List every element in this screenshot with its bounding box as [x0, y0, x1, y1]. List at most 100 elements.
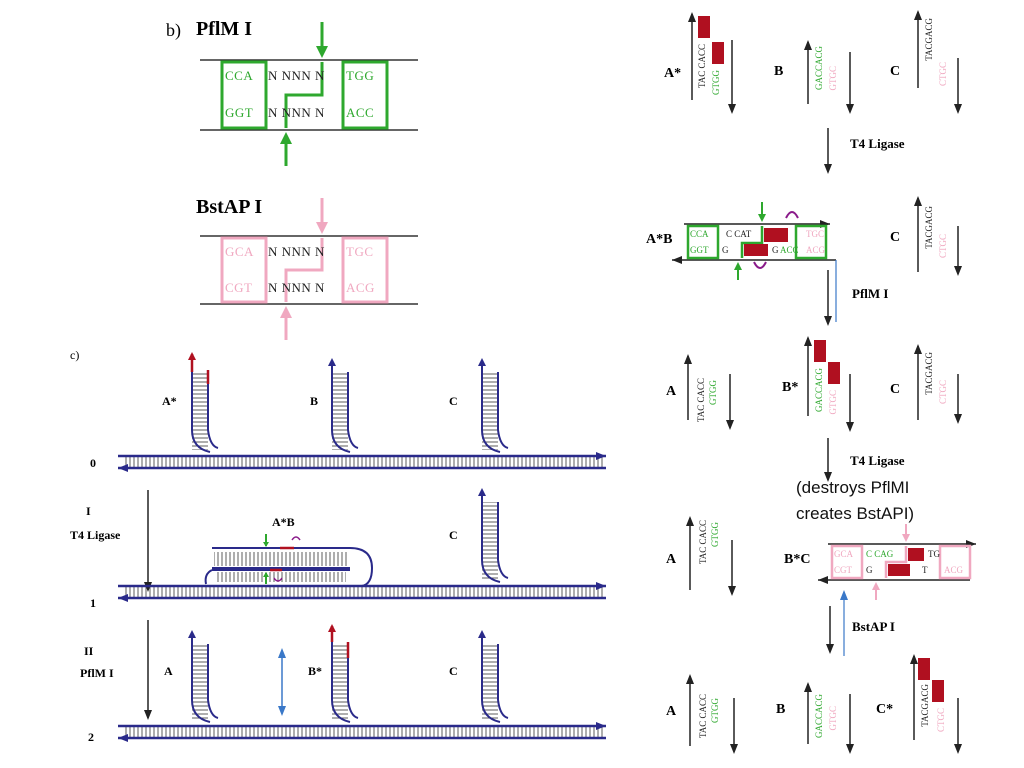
bstap-title: BstAP I	[196, 196, 263, 218]
step2-enzyme: PflM I	[80, 666, 114, 680]
r4-top-seq-2: C CAG	[866, 549, 894, 559]
r5-a-strands	[686, 674, 738, 754]
r4-bot-seq-4: ACG	[944, 565, 964, 575]
r3-c-seq1: TACGACG	[924, 352, 934, 395]
r5-label-c: C*	[876, 702, 894, 717]
r3-a-strands	[684, 354, 734, 430]
r5-b-seq2: GTGC	[828, 706, 838, 731]
r3-a-seq1: TAC CACC	[696, 378, 706, 423]
r2-ab-duplex	[672, 202, 836, 280]
r3-b-seq2: GTGC	[828, 390, 838, 415]
r1-b-seq1: GACCACG	[814, 46, 824, 91]
row-label-1: 1	[90, 596, 96, 610]
r3-label-a: A	[666, 384, 677, 399]
row2-hairpin-b	[328, 624, 359, 723]
r4-a-seq1: TAC CACC	[698, 520, 708, 565]
r2-top-seq-2: C CAT	[726, 229, 752, 239]
row-label-0: 0	[90, 456, 96, 470]
r1-label-c: C	[890, 64, 901, 79]
r5-b-seq1: GACCACG	[814, 694, 824, 739]
r2-label-ab: A*B	[646, 232, 673, 247]
bstap-bot-right: ACG	[346, 280, 375, 295]
r5-a-seq2: GTGG	[710, 698, 720, 723]
r2-bot-seq-2: G	[722, 245, 729, 255]
row2-label-a: A	[164, 664, 173, 678]
row0-hairpin-b	[328, 358, 359, 453]
bstap-enzyme-label: BstAP I	[852, 619, 895, 634]
r4-bot-seq-3: T	[922, 565, 928, 575]
row1-label-ab: A*B	[272, 515, 295, 529]
pflm-top-mid: N NNN N	[268, 68, 325, 83]
r4-label-a: A	[666, 552, 677, 567]
row2-hairpin-c	[478, 630, 509, 723]
r1-a-strands	[688, 12, 736, 114]
step1-enzyme: T4 Ligase	[70, 528, 121, 542]
row2-hairpin-a	[188, 630, 219, 723]
row0-label-a: A*	[162, 394, 177, 408]
panel-b-label: b)	[166, 20, 181, 40]
r1-c-seq2: CTGC	[938, 62, 948, 87]
r1-b-strands	[804, 40, 854, 114]
r1-a-seq2: GTGG	[711, 70, 721, 95]
r1-label-b: B	[774, 64, 784, 79]
pflm-bot-mid: N NNN N	[268, 105, 325, 120]
r3-b-strands	[804, 336, 854, 432]
r3-b-seq1: GACCACG	[814, 368, 824, 413]
pflm-top-left: CCA	[225, 68, 254, 83]
r2-top-seq-3: TGC	[806, 229, 824, 239]
ligase-2-label: T4 Ligase	[850, 453, 905, 468]
r3-c-seq2: CTGC	[938, 380, 948, 405]
r2-c-seq1: TACGACG	[924, 206, 934, 249]
r2-bot-seq-3: G	[772, 245, 779, 255]
bstap-top-left: GCA	[225, 244, 254, 259]
note-line-2: creates BstAPI)	[796, 504, 915, 523]
row1-ligated-hairpin	[204, 534, 374, 587]
r4-top-seq-1: GCA	[834, 549, 854, 559]
bstap-bot-mid: N NNN N	[268, 280, 325, 295]
pflm-bot-right: ACC	[346, 105, 375, 120]
r2-label-c: C	[890, 230, 901, 245]
row2-blue-arrow	[278, 648, 286, 716]
step2-roman: II	[84, 644, 94, 658]
r5-label-a: A	[666, 704, 677, 719]
bstap-top-right: TGC	[346, 244, 374, 259]
r1-c-seq1: TACGACG	[924, 18, 934, 61]
r3-c-strands	[914, 344, 962, 424]
r2-bot-seq-4: ACC	[780, 245, 799, 255]
r2-c-seq2: CTGC	[938, 234, 948, 259]
row2-duplex	[118, 722, 606, 742]
r2-bot-seq-5: ACG	[806, 245, 826, 255]
row0-label-b: B	[310, 394, 319, 408]
pflm-bot-left: GGT	[225, 105, 254, 120]
r1-a-seq1: TAC CACC	[697, 44, 707, 89]
r5-c-seq1: TACGACG	[920, 684, 930, 727]
pflm-top-right: TGG	[346, 68, 375, 83]
r4-a-strands	[686, 516, 736, 596]
row2-label-b: B*	[308, 664, 323, 678]
r4-bot-seq-2: G	[866, 565, 873, 575]
r2-c-strands	[914, 196, 962, 276]
row0-label-c: C	[449, 394, 458, 408]
r5-c-seq2: CTGC	[936, 708, 946, 733]
r4-label-bc: B*C	[784, 552, 811, 567]
step1-roman: I	[86, 504, 91, 518]
r4-bot-seq-1: CGT	[834, 565, 852, 575]
r2-top-seq-1: CCA	[690, 229, 709, 239]
ligase-1-label: T4 Ligase	[850, 136, 905, 151]
row0-hairpin-c	[478, 358, 509, 453]
r3-a-seq2: GTGG	[708, 380, 718, 405]
r3-label-b: B*	[782, 380, 799, 395]
r1-c-strands	[914, 10, 962, 114]
pflm-enzyme-label: PflM I	[852, 286, 889, 301]
r1-b-seq2: GTGC	[828, 66, 838, 91]
row2-label-c: C	[449, 664, 458, 678]
panel-c-label: c)	[70, 348, 80, 362]
row-label-2: 2	[88, 730, 94, 744]
row1-label-c: C	[449, 528, 458, 542]
row1-hairpin-c	[478, 488, 509, 583]
pflm-title: PflM I	[196, 18, 253, 40]
r1-label-a: A*	[664, 66, 682, 81]
